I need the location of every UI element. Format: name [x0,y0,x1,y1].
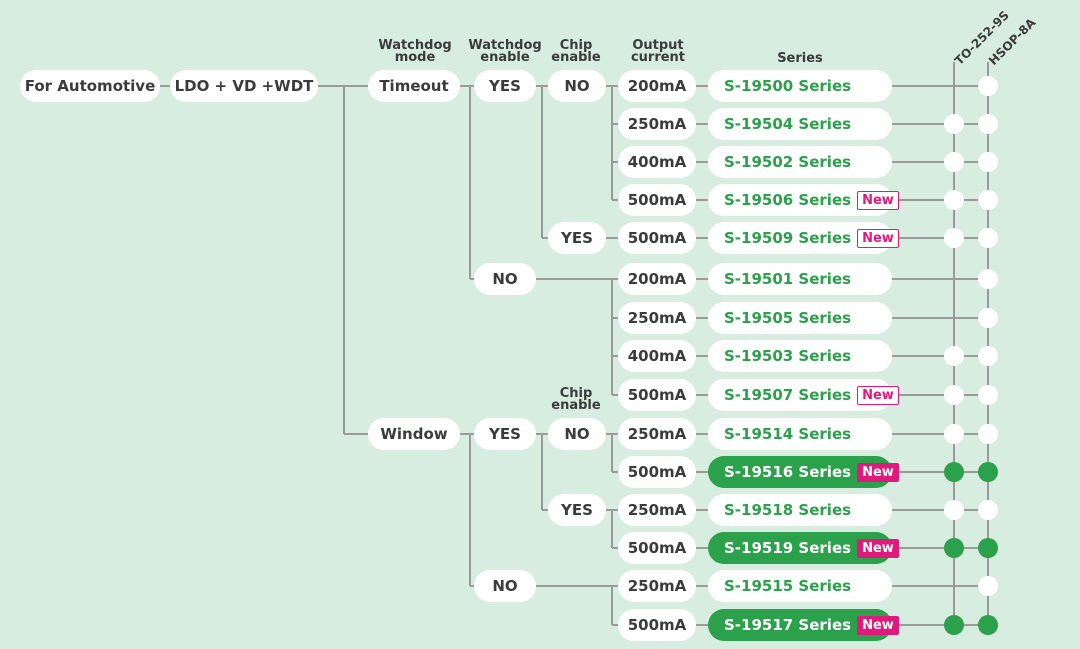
series-name: S-19501 Series [724,270,852,288]
series-pill[interactable]: S-19503 Series [708,340,892,372]
package-dot-to252 [944,424,964,444]
output-current-pill: 500mA [618,532,696,564]
output-current-pill: 250mA [618,494,696,526]
series-pill[interactable]: S-19519 Series New [708,532,899,564]
output-current-pill: 250mA [618,570,696,602]
package-dot-to252 [944,190,964,210]
output-current-pill: 200mA [618,263,696,295]
series-name: S-19506 Series [724,191,852,209]
package-dot-hsop [978,615,998,635]
package-dot-to252 [944,500,964,520]
package-dot-to252 [944,346,964,366]
new-badge: New [857,229,899,248]
watchdog-enable-yes: YES [474,70,536,102]
series-name: S-19514 Series [724,425,852,443]
series-name: S-19507 Series [724,386,852,404]
package-dot-hsop [978,424,998,444]
series-name: S-19518 Series [724,501,852,519]
watchdog-enable-yes-window: YES [474,418,536,450]
series-pill[interactable]: S-19514 Series [708,418,892,450]
package-dot-to252 [944,228,964,248]
package-dot-to252 [944,462,964,482]
series-pill[interactable]: S-19502 Series [708,146,892,178]
package-dot-hsop [978,190,998,210]
series-pill[interactable]: S-19509 Series New [708,222,899,254]
watchdog-enable-no: NO [474,263,536,295]
header-series: Series [777,51,823,66]
package-dot-to252 [944,152,964,172]
series-name: S-19503 Series [724,347,852,365]
package-dot-hsop [978,114,998,134]
new-badge: New [857,463,899,482]
chip-enable-no: NO [548,70,606,102]
series-pill[interactable]: S-19504 Series [708,108,892,140]
series-pill[interactable]: S-19507 Series New [708,379,899,411]
output-current-pill: 400mA [618,146,696,178]
output-current-pill: 250mA [618,108,696,140]
series-pill[interactable]: S-19505 Series [708,302,892,334]
package-dot-hsop [978,462,998,482]
chip-enable-no-window: NO [548,418,606,450]
chip-enable-yes: YES [548,222,606,254]
output-current-pill: 250mA [618,302,696,334]
series-name: S-19505 Series [724,309,852,327]
package-dot-to252 [944,615,964,635]
series-pill[interactable]: S-19516 Series New [708,456,899,488]
output-current-pill: 500mA [618,184,696,216]
series-name: S-19515 Series [724,577,852,595]
output-current-pill: 500mA [618,456,696,488]
output-current-pill: 500mA [618,222,696,254]
package-dot-to252 [944,114,964,134]
series-pill[interactable]: S-19515 Series [708,570,892,602]
new-badge: New [857,191,899,210]
series-name: S-19504 Series [724,115,852,133]
package-dot-hsop [978,385,998,405]
series-name: S-19516 Series [724,463,852,481]
package-dot-hsop [978,346,998,366]
series-pill[interactable]: S-19518 Series [708,494,892,526]
series-name: S-19519 Series [724,539,852,557]
watchdog-enable-no-window: NO [474,570,536,602]
new-badge: New [857,616,899,635]
output-current-pill: 400mA [618,340,696,372]
package-dot-hsop [978,152,998,172]
series-pill[interactable]: S-19506 Series New [708,184,899,216]
package-dot-hsop [978,500,998,520]
series-name: S-19509 Series [724,229,852,247]
output-current-pill: 500mA [618,609,696,641]
series-name: S-19517 Series [724,616,852,634]
package-dot-to252 [944,385,964,405]
output-current-pill: 250mA [618,418,696,450]
new-badge: New [857,386,899,405]
package-dot-hsop [978,228,998,248]
series-name: S-19502 Series [724,153,852,171]
new-badge: New [857,539,899,558]
package-dot-hsop [978,576,998,596]
output-current-pill: 500mA [618,379,696,411]
package-dot-hsop [978,308,998,328]
root-type: LDO + VD +WDT [170,70,318,102]
series-name: S-19500 Series [724,77,852,95]
root-automotive: For Automotive [20,70,160,102]
mode-window: Window [368,418,460,450]
package-dot-hsop [978,269,998,289]
series-pill[interactable]: S-19517 Series New [708,609,899,641]
mode-timeout: Timeout [368,70,460,102]
series-pill[interactable]: S-19501 Series [708,263,892,295]
package-dot-hsop [978,538,998,558]
package-dot-hsop [978,76,998,96]
output-current-pill: 200mA [618,70,696,102]
package-dot-to252 [944,538,964,558]
chip-enable-yes-window: YES [548,494,606,526]
series-pill[interactable]: S-19500 Series [708,70,892,102]
